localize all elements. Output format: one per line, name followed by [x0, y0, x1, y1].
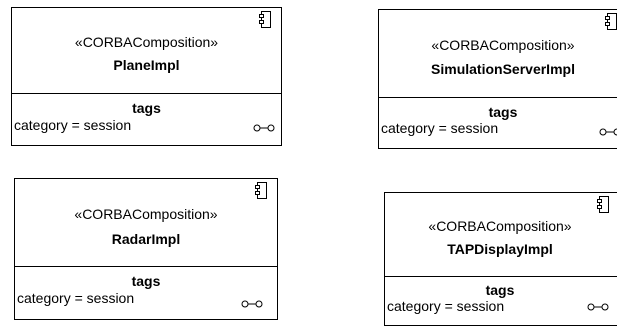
- tag-value: category = session: [14, 117, 132, 133]
- component-box-radarimpl[interactable]: «CORBAComposition» RadarImpl tags catego…: [14, 178, 278, 320]
- component-name: SimulationServerImpl: [431, 61, 575, 77]
- tags-title: tags: [488, 104, 518, 120]
- name-compartment: «CORBAComposition» TAPDisplayImpl: [385, 193, 617, 277]
- component-name: TAPDisplayImpl: [447, 241, 553, 257]
- component-box-planeimpl[interactable]: «CORBAComposition» PlaneImpl tags catego…: [11, 7, 282, 146]
- stereotype-label: «CORBAComposition»: [431, 37, 575, 53]
- tags-compartment: tags category = session: [12, 94, 281, 145]
- tag-value: category = session: [17, 290, 135, 306]
- expand-icon[interactable]: [241, 300, 263, 308]
- component-box-tapdisplayimpl[interactable]: «CORBAComposition» TAPDisplayImpl tags c…: [384, 192, 617, 326]
- tags-title: tags: [131, 273, 161, 289]
- tag-value: category = session: [381, 120, 499, 136]
- tags-compartment: tags category = session: [379, 98, 617, 148]
- tags-title: tags: [132, 100, 161, 116]
- stereotype-label: «CORBAComposition»: [74, 206, 218, 222]
- uml-component-icon: [255, 182, 267, 199]
- tags-compartment: tags category = session: [385, 277, 617, 325]
- name-compartment: «CORBAComposition» SimulationServerImpl: [379, 10, 617, 98]
- stereotype-label: «CORBAComposition»: [428, 218, 572, 234]
- component-box-simulationserverimpl[interactable]: «CORBAComposition» SimulationServerImpl …: [378, 9, 617, 149]
- uml-component-icon: [597, 196, 609, 213]
- component-name: RadarImpl: [111, 231, 181, 247]
- expand-icon[interactable]: [599, 128, 617, 136]
- expand-icon[interactable]: [587, 303, 609, 311]
- tags-title: tags: [485, 282, 515, 298]
- tags-compartment: tags category = session: [15, 267, 277, 319]
- uml-component-icon: [259, 11, 271, 28]
- stereotype-label: «CORBAComposition»: [74, 34, 219, 50]
- uml-component-icon: [605, 13, 617, 30]
- tag-value: category = session: [387, 298, 505, 314]
- name-compartment: «CORBAComposition» RadarImpl: [15, 179, 277, 267]
- expand-icon[interactable]: [253, 124, 275, 132]
- name-compartment: «CORBAComposition» PlaneImpl: [12, 8, 281, 94]
- component-name: PlaneImpl: [113, 57, 180, 73]
